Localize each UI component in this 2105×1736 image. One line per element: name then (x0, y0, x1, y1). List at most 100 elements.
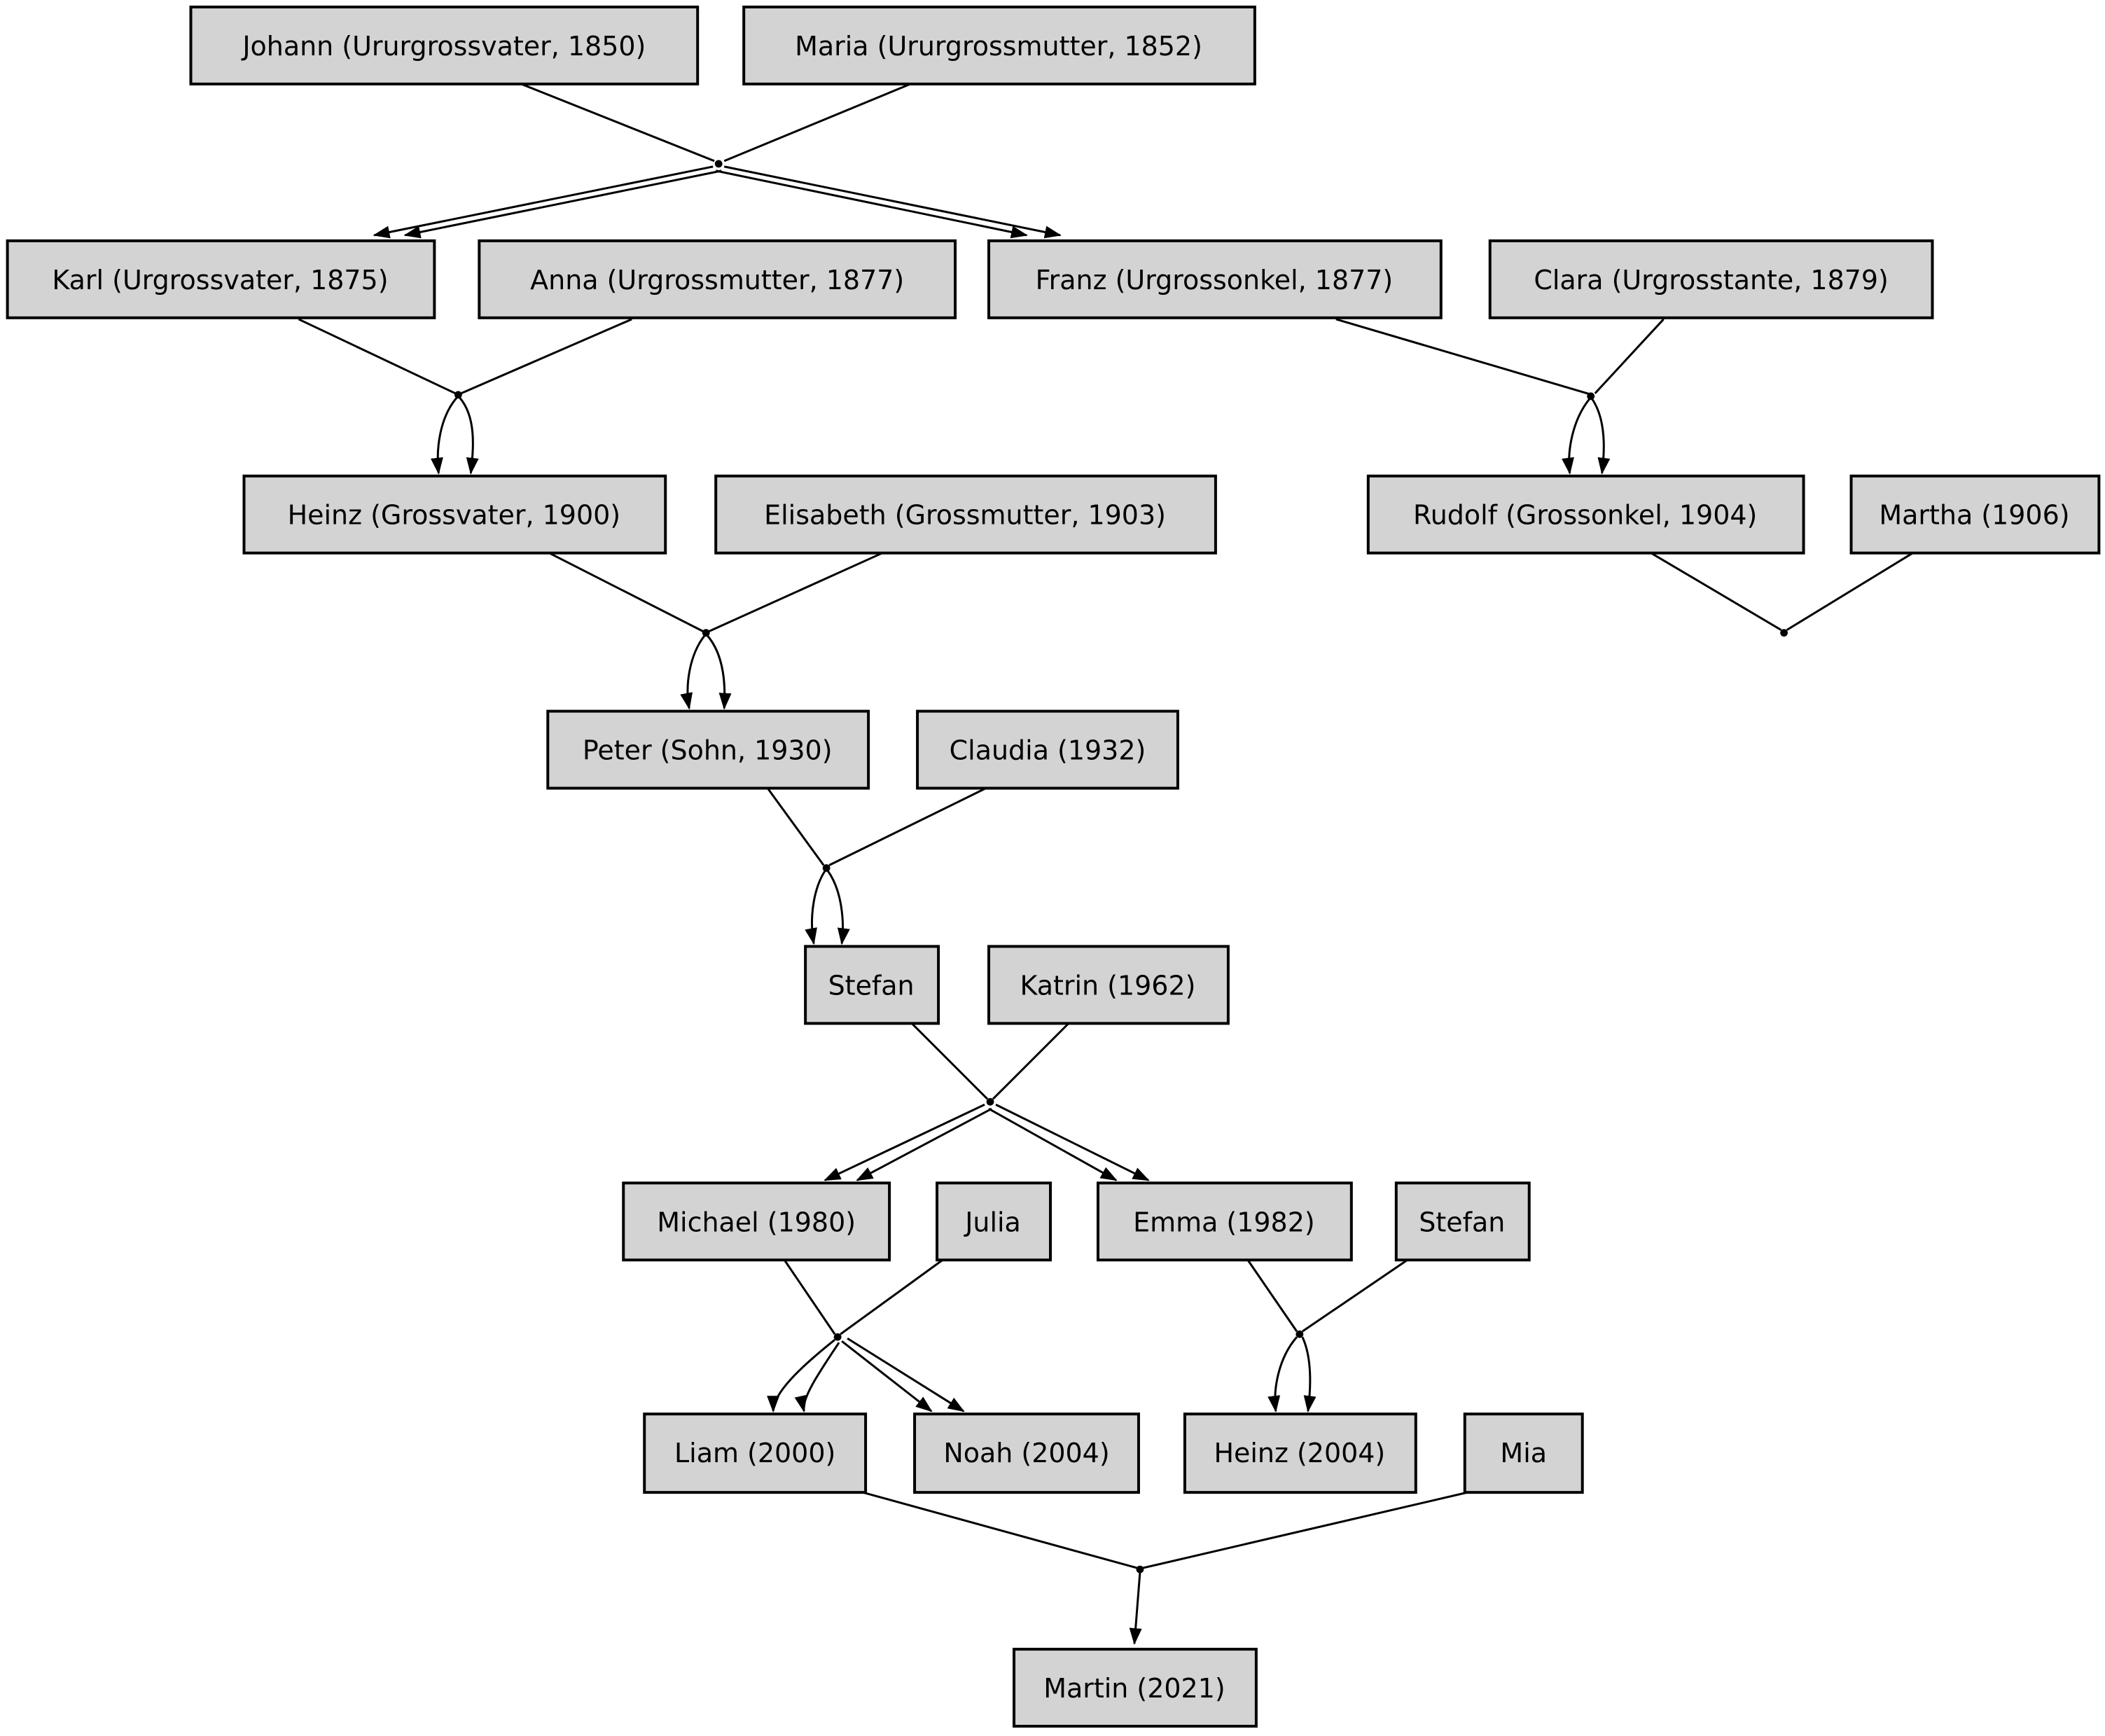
node-peter: Peter (Sohn, 1930) (546, 709, 870, 790)
edge-union4-peter-a (680, 634, 706, 710)
node-karl: Karl (Urgrossvater, 1875) (6, 239, 436, 319)
node-stefan-junior-box (1394, 1181, 1531, 1262)
node-stefan-junior: Stefan (1394, 1181, 1531, 1262)
node-katrin-box (987, 945, 1230, 1025)
node-johann: Johann (Ururgrossvater, 1850) (189, 5, 700, 85)
node-maria-box (742, 5, 1256, 85)
edge-union6-stefansr-b (826, 870, 850, 945)
edge-union7-michael-b (856, 1108, 992, 1181)
node-franz: Franz (Urgrossonkel, 1877) (987, 239, 1443, 319)
node-stefan-senior-label: Stefan (828, 970, 915, 1001)
edge-union9-heinz2004-b (1301, 1336, 1317, 1413)
union-point-michael-julia (833, 1333, 842, 1341)
edge-franz-union3 (1335, 318, 1593, 396)
edge-union1-karl-b (403, 169, 722, 239)
node-franz-box (987, 239, 1443, 319)
edge-clara-union3 (1594, 318, 1665, 394)
node-noah-label: Noah (2004) (943, 1438, 1109, 1468)
edge-rudolf-union5 (1650, 552, 1782, 631)
node-peter-box (546, 709, 870, 790)
node-anna: Anna (Urgrossmutter, 1877) (478, 239, 957, 319)
node-karl-label: Karl (Urgrossvater, 1875) (52, 265, 388, 296)
edge-union7-emma-a (988, 1108, 1118, 1181)
node-rudolf-box (1366, 474, 1805, 555)
node-noah-box (913, 1412, 1140, 1494)
node-elisabeth: Elisabeth (Grossmutter, 1903) (714, 474, 1217, 555)
edge-union8-noah-b (847, 1337, 965, 1412)
node-peter-label: Peter (Sohn, 1930) (583, 735, 833, 766)
union-point-johann-maria (714, 160, 723, 168)
node-katrin: Katrin (1962) (987, 945, 1230, 1025)
node-stefan-junior-label: Stefan (1419, 1207, 1505, 1237)
node-heinz-2004-box (1183, 1412, 1417, 1494)
edge-katrin-union7 (992, 1022, 1070, 1100)
node-heinz-2004-label: Heinz (2004) (1214, 1438, 1385, 1468)
edge-stefanjr-union9 (1302, 1259, 1408, 1333)
node-heinz-box (242, 474, 667, 555)
node-rudolf: Rudolf (Grossonkel, 1904) (1366, 474, 1805, 555)
edge-union8-noah-a (841, 1340, 933, 1412)
edge-union6-stefansr-a (805, 870, 826, 945)
union-point-liam-mia (1136, 1565, 1144, 1574)
edge-union10-martin (1129, 1571, 1142, 1646)
edge-claudia-union6 (828, 787, 987, 866)
edge-stefansr-union7 (911, 1022, 989, 1100)
node-elisabeth-label: Elisabeth (Grossmutter, 1903) (764, 500, 1166, 531)
node-emma: Emma (1982) (1096, 1181, 1353, 1262)
node-heinz: Heinz (Grossvater, 1900) (242, 474, 667, 555)
union-point-franz-clara (1587, 392, 1595, 401)
node-claudia-box (916, 709, 1179, 790)
node-liam-box (643, 1412, 868, 1494)
node-maria-label: Maria (Ururgrossmutter, 1852) (795, 31, 1202, 62)
edge-julia-union8 (840, 1259, 943, 1335)
union-point-stefan-katrin (986, 1097, 994, 1106)
edge-union1-franz-b (723, 165, 1062, 239)
edge-union9-heinz2004-a (1267, 1336, 1298, 1413)
node-julia-box (936, 1181, 1052, 1262)
node-martin: Martin (2021) (1013, 1648, 1258, 1728)
node-anna-box (478, 239, 957, 319)
node-clara-label: Clara (Urgrosstante, 1879) (1534, 265, 1889, 296)
node-mia-label: Mia (1500, 1438, 1547, 1468)
node-michael: Michael (1980) (622, 1181, 891, 1262)
node-martin-box (1013, 1648, 1258, 1728)
edge-michael-union8 (783, 1259, 836, 1335)
edge-johann-union1 (520, 83, 715, 162)
node-heinz-2004: Heinz (2004) (1183, 1412, 1417, 1494)
edge-union3-rudolf-a (1562, 398, 1590, 475)
node-martha-label: Martha (1906) (1879, 500, 2069, 531)
union-point-heinz-elisabeth (702, 629, 710, 637)
node-martha-box (1849, 474, 2101, 555)
node-michael-box (622, 1181, 891, 1262)
node-anna-label: Anna (Urgrossmutter, 1877) (530, 265, 904, 296)
node-claudia: Claudia (1932) (916, 709, 1179, 790)
edge-mia-union10 (1142, 1491, 1468, 1569)
node-maria: Maria (Ururgrossmutter, 1852) (742, 5, 1256, 85)
node-rudolf-label: Rudolf (Grossonkel, 1904) (1413, 500, 1757, 531)
node-michael-label: Michael (1980) (657, 1207, 856, 1237)
node-liam-label: Liam (2000) (674, 1438, 835, 1468)
edge-peter-union6 (766, 787, 825, 866)
edge-union2-heinz-a (430, 396, 458, 475)
node-clara-box (1488, 239, 1934, 319)
node-claudia-label: Claudia (1932) (950, 735, 1146, 766)
node-julia: Julia (936, 1181, 1052, 1262)
edge-emma-union9 (1246, 1259, 1298, 1333)
union-point-rudolf-martha (1780, 629, 1788, 637)
edge-heinz-union4 (548, 552, 704, 632)
node-karl-box (6, 239, 436, 319)
node-franz-label: Franz (Urgrossonkel, 1877) (1036, 265, 1394, 296)
node-liam: Liam (2000) (643, 1412, 868, 1494)
node-martha: Martha (1906) (1849, 474, 2101, 555)
node-johann-box (189, 5, 700, 85)
edge-union3-rudolf-b (1591, 398, 1611, 475)
edge-union1-franz-a (715, 169, 1028, 239)
node-clara: Clara (Urgrosstante, 1879) (1488, 239, 1934, 319)
edge-union2-heinz-b (459, 396, 479, 475)
node-stefan-senior: Stefan (804, 945, 940, 1025)
node-stefan-senior-box (804, 945, 940, 1025)
node-mia: Mia (1463, 1412, 1584, 1494)
node-martin-label: Martin (2021) (1043, 1673, 1225, 1704)
node-elisabeth-box (714, 474, 1217, 555)
